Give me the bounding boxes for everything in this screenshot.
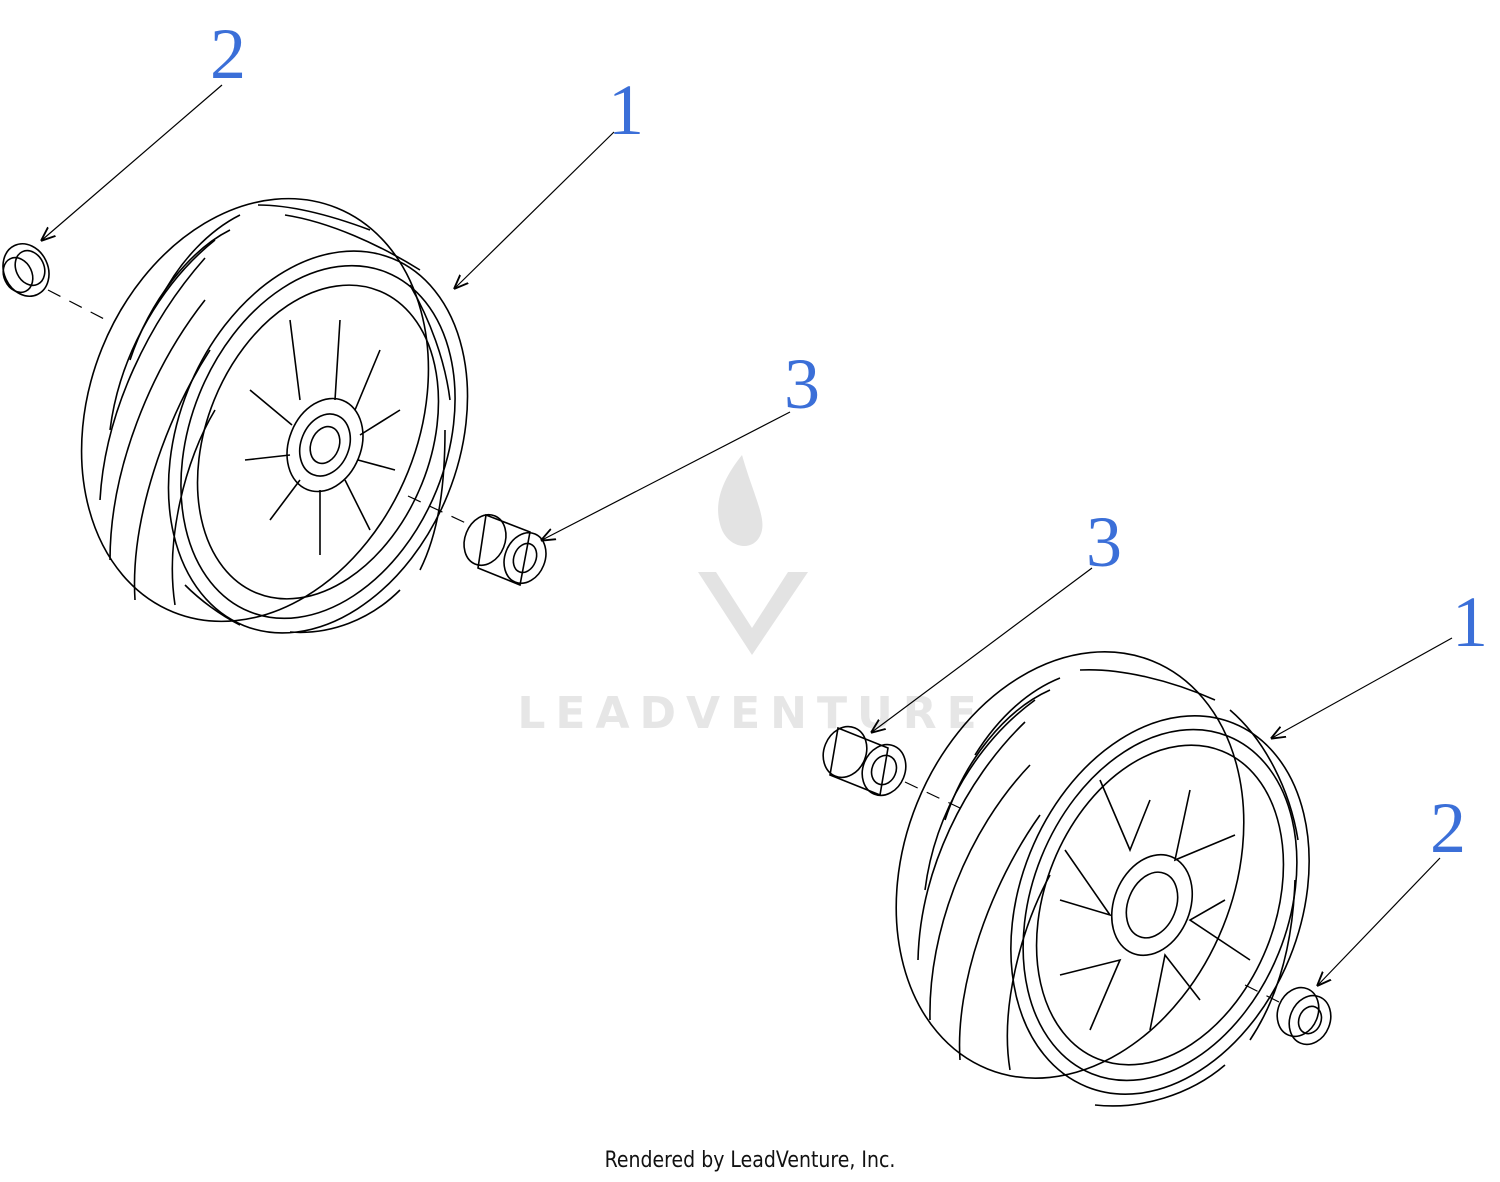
right-washer[interactable] [1270, 981, 1338, 1050]
right-spacer[interactable] [816, 720, 913, 802]
callout-left-spacer[interactable]: 3 [784, 344, 820, 424]
left-washer-axis [47, 289, 111, 323]
callout-left-washer[interactable]: 2 [210, 14, 246, 94]
leader-left-washer [42, 84, 223, 240]
callout-right-spacer[interactable]: 3 [1086, 502, 1122, 582]
right-wheel[interactable] [835, 599, 1364, 1139]
watermark-text: LEADVENTURE [517, 688, 986, 739]
left-spacer[interactable] [457, 508, 554, 589]
left-wheel[interactable] [20, 146, 522, 678]
leader-right-wheel [1272, 637, 1453, 738]
left-washer[interactable] [0, 236, 57, 304]
right-spacer-axis [904, 781, 961, 809]
callout-right-washer[interactable]: 2 [1430, 788, 1466, 868]
callout-right-wheel[interactable]: 1 [1452, 582, 1488, 662]
leader-right-washer [1318, 857, 1441, 985]
left-spacer-axis [407, 495, 471, 526]
footer-credit: Rendered by LeadVenture, Inc. [604, 1148, 896, 1173]
leader-left-wheel [455, 131, 615, 288]
callout-left-wheel[interactable]: 1 [608, 70, 644, 150]
right-washer-axis [1244, 984, 1286, 1006]
leader-right-spacer [872, 567, 1093, 732]
leader-left-spacer [542, 411, 791, 540]
watermark-logo: LEADVENTURE [517, 455, 986, 739]
